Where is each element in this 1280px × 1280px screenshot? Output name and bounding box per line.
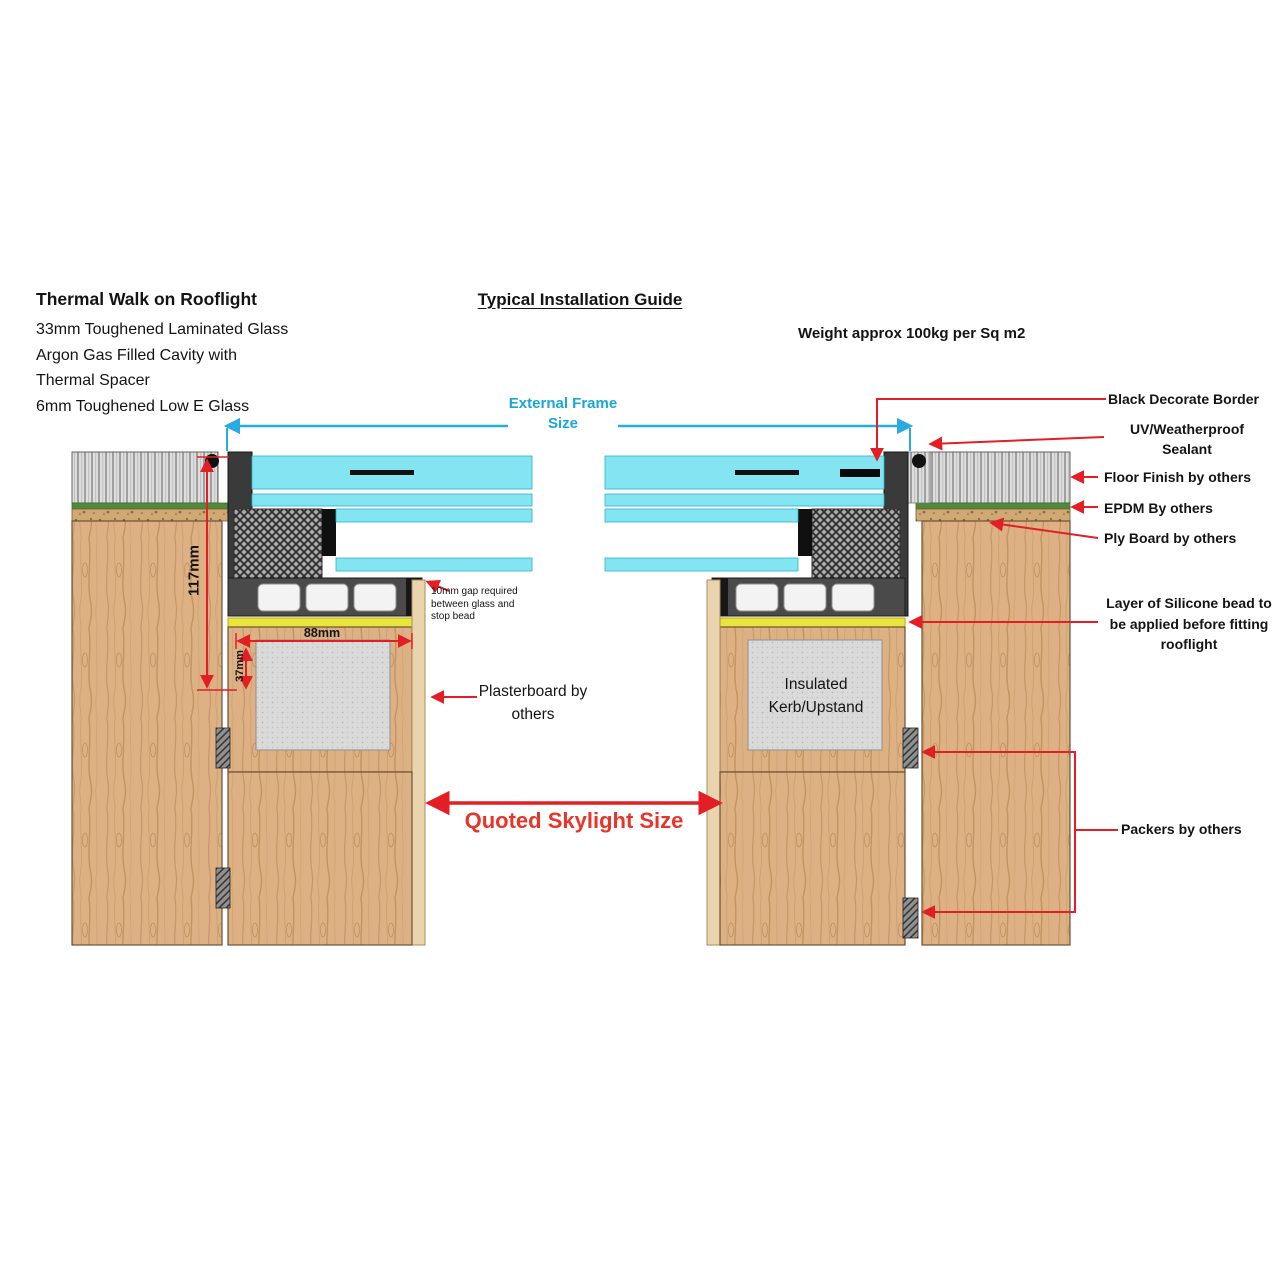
thermal-spacer-left xyxy=(322,509,336,556)
packer-left-lower xyxy=(215,867,231,909)
floor-finish-left xyxy=(71,451,219,504)
ply-board-label: Ply Board by others xyxy=(1104,530,1237,546)
ply-board-left xyxy=(71,508,229,522)
sill-chamber xyxy=(257,583,301,612)
external-frame-size-label: External Frame Size xyxy=(508,392,618,436)
epdm-label: EPDM By others xyxy=(1104,500,1213,516)
sill-chamber xyxy=(305,583,349,612)
product-spec-line: 33mm Toughened Laminated Glass xyxy=(36,321,289,338)
plasterboard-label: Plasterboard by others xyxy=(478,683,588,723)
product-spec-line: Thermal Spacer xyxy=(36,372,150,389)
uv-sealant-label: UV/Weatherproof Sealant xyxy=(1129,421,1245,457)
glass-pane2-left xyxy=(251,493,533,507)
kerb-lower-right xyxy=(719,771,906,946)
floor-finish-right xyxy=(929,451,1071,504)
quoted-skylight-label: Quoted Skylight Size xyxy=(464,808,684,833)
glass-pane3-right xyxy=(604,508,799,523)
epdm-layer-right xyxy=(915,502,1071,510)
sill-chamber xyxy=(735,583,779,612)
right-section xyxy=(604,451,1071,946)
glass-inner-pane-left xyxy=(335,557,533,572)
plasterboard-left xyxy=(411,579,426,946)
gap-note-arrow xyxy=(425,579,450,593)
product-spec-line: Argon Gas Filled Cavity with xyxy=(36,347,237,364)
product-title: Thermal Walk on Rooflight xyxy=(36,289,258,309)
glass-interlayer-right xyxy=(735,470,799,475)
packers-label: Packers by others xyxy=(1121,821,1242,837)
dim-37-label: 37mm xyxy=(234,650,246,682)
epdm-layer-left xyxy=(71,502,229,510)
black-decorate-border xyxy=(840,469,880,477)
glass-interlayer-left xyxy=(350,470,414,475)
packers-bracket xyxy=(921,745,1076,919)
kerb-insulation-right xyxy=(747,639,883,751)
product-spec-line: 6mm Toughened Low E Glass xyxy=(36,398,250,415)
sealant-dot-right xyxy=(912,454,926,468)
frame-insulation-right xyxy=(811,508,901,579)
left-section xyxy=(71,451,533,946)
frame-insulation-left xyxy=(233,508,323,579)
kerb-insulation-left xyxy=(255,639,391,751)
packer-left-upper xyxy=(215,727,231,769)
outer-wall-right xyxy=(921,520,1071,946)
black-border-label: Black Decorate Border xyxy=(1108,391,1259,407)
uv-sealant-arrow xyxy=(928,436,1105,451)
glass-pane3-left xyxy=(335,508,533,523)
packer-right-upper xyxy=(902,727,919,769)
plasterboard-right xyxy=(706,579,721,946)
page-title: Typical Installation Guide xyxy=(477,290,683,309)
floor-finish-label: Floor Finish by others xyxy=(1104,469,1252,485)
sill-chamber xyxy=(831,583,875,612)
black-border-arrow xyxy=(870,398,1106,462)
packer-right-lower xyxy=(902,897,919,939)
outer-wall-left xyxy=(71,520,223,946)
ply-board-right xyxy=(915,508,1071,522)
sill-chamber xyxy=(783,583,827,612)
glass-inner-pane-right xyxy=(604,557,799,572)
gap-note: 10mm gap required between glass and stop… xyxy=(431,586,518,622)
kerb-lower-left xyxy=(227,771,413,946)
insulated-kerb-label: Insulated Kerb/Upstand xyxy=(768,676,864,716)
silicone-bead-label: Layer of Silicone bead to be applied bef… xyxy=(1106,595,1272,652)
dim-88-label: 88mm xyxy=(303,626,341,640)
silicone-bead-right xyxy=(711,617,906,628)
glass-pane2-right xyxy=(604,493,885,507)
thermal-spacer-right xyxy=(798,509,812,556)
ply-board-arrow xyxy=(989,517,1099,539)
weight-note: Weight approx 100kg per Sq m2 xyxy=(798,325,1026,342)
dim-117-label: 117mm xyxy=(185,545,203,596)
sill-chamber xyxy=(353,583,397,612)
